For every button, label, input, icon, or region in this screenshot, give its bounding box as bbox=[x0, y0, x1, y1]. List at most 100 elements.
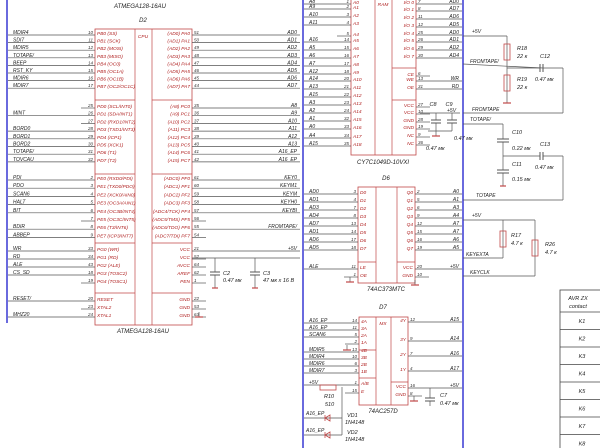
net-label: A8 bbox=[290, 103, 297, 109]
pin-number: 8 bbox=[90, 224, 93, 229]
net-label: A10 bbox=[308, 12, 318, 18]
pin-number: 19 bbox=[88, 278, 94, 283]
resistor-icon bbox=[531, 239, 539, 257]
net-label: ALE bbox=[12, 262, 23, 268]
pin-number: 9 bbox=[410, 336, 413, 341]
pin-number: 34 bbox=[344, 133, 350, 138]
pin-number: 2 bbox=[353, 339, 357, 344]
net-label: A7 bbox=[452, 229, 459, 235]
pin-name: PE0 (RXD0/PDI) bbox=[97, 176, 133, 182]
pin-name: I/O 3 bbox=[404, 23, 415, 29]
net-label: BORD2 bbox=[13, 142, 30, 148]
capacitor-ref: C10 bbox=[512, 130, 523, 136]
pin-name: 3A bbox=[361, 326, 367, 332]
pin-number: 3 bbox=[90, 183, 93, 188]
capacitor-value: 0.47 мк bbox=[426, 146, 445, 152]
pin-number: 46 bbox=[194, 68, 200, 73]
pin-name: A/B bbox=[360, 381, 370, 387]
pin-name: GND bbox=[179, 305, 190, 311]
pin-name: A11 bbox=[352, 85, 362, 91]
pin-name: PE2 (XCK0/AIN0) bbox=[97, 192, 136, 198]
cpu-label: CPU bbox=[138, 34, 149, 40]
pin-name: (ADC1) PF1 bbox=[164, 184, 190, 190]
pin-name: A2 bbox=[352, 13, 359, 19]
net-label: AD7 bbox=[308, 221, 319, 227]
net-label: A7 bbox=[308, 61, 315, 67]
net-label: RESET/ bbox=[13, 296, 32, 302]
pin-number: 35 bbox=[194, 103, 200, 108]
diode-value: 1N4148 bbox=[345, 420, 365, 426]
pin-name: VCC bbox=[180, 247, 191, 253]
net-label: BDIR bbox=[13, 224, 25, 230]
pin-name: PG4 (TOSC1) bbox=[97, 279, 127, 285]
pin-name: (A11) PC3 bbox=[168, 127, 190, 133]
resistor-ref: R19 bbox=[517, 77, 527, 83]
pin-name: A16 bbox=[352, 125, 362, 131]
capacitor-ref: C11 bbox=[512, 162, 522, 168]
pin-number: 32 bbox=[344, 116, 350, 121]
net-label: FROMTAPE/ bbox=[268, 224, 297, 230]
net-label: A10 bbox=[287, 118, 297, 124]
pin-name: D3 bbox=[360, 214, 366, 220]
pin-number: 33 bbox=[88, 246, 94, 251]
pin-number: 41 bbox=[194, 149, 200, 154]
net-label: AD0 bbox=[448, 0, 459, 5]
pin-number: 64 bbox=[194, 262, 200, 267]
connector-pin: K5 bbox=[579, 389, 587, 395]
net-label: MHZ20 bbox=[13, 312, 30, 318]
connector-table bbox=[559, 289, 600, 448]
pin-number: 6 bbox=[90, 208, 93, 213]
pin-name: RESET bbox=[97, 297, 114, 303]
resistor-icon bbox=[503, 74, 511, 92]
capacitor-ref: C9 bbox=[445, 102, 452, 108]
pin-name: GND bbox=[403, 118, 414, 124]
pin-name: VCC bbox=[180, 255, 191, 261]
pin-name: PEN bbox=[180, 279, 190, 285]
net-label: ABBEP bbox=[12, 232, 30, 238]
net-label: AD3 bbox=[286, 53, 297, 59]
pin-number: 9 bbox=[90, 232, 93, 237]
net-label: A1 bbox=[308, 116, 315, 122]
pin-number: 4 bbox=[346, 20, 349, 25]
net-label: TOVCAU bbox=[13, 157, 34, 163]
pin-number: 28 bbox=[87, 126, 94, 131]
pin-name: PB7 (OC2/OC1C) bbox=[97, 84, 136, 90]
pin-number: 20 bbox=[87, 296, 94, 301]
pin-number: 2 bbox=[89, 175, 93, 180]
pin-number: 53 bbox=[194, 304, 200, 309]
pin-number: 13 bbox=[88, 53, 94, 58]
net-label: MDIR6 bbox=[13, 76, 29, 82]
net-label: WR bbox=[13, 246, 22, 252]
net-label: AD0 bbox=[286, 30, 297, 36]
net-label: MDIR5 bbox=[13, 45, 29, 51]
chip-d7 bbox=[358, 316, 409, 406]
chip-d2 bbox=[94, 28, 193, 326]
pin-name: AVCC bbox=[176, 263, 191, 269]
pin-number: 7 bbox=[410, 351, 413, 356]
pin-number: 26 bbox=[417, 37, 424, 42]
pin-name: (AD2) PA2 bbox=[167, 46, 190, 52]
pin-number: 62 bbox=[194, 270, 200, 275]
pin-number: 20 bbox=[416, 264, 423, 269]
pin-name: GND bbox=[395, 392, 406, 398]
pin-name: 1A bbox=[361, 340, 367, 346]
net-label: AD0 bbox=[308, 189, 319, 195]
net-label: TOTAPE/ bbox=[13, 53, 35, 59]
net-label: AD1 bbox=[448, 37, 459, 43]
resistor-value: 22 к bbox=[516, 54, 528, 60]
net-label: PDO bbox=[13, 183, 24, 189]
pin-number: 3 bbox=[346, 12, 349, 17]
pin-name: PB6 (OC1B) bbox=[97, 77, 124, 83]
pin-number: 47 bbox=[194, 60, 200, 65]
pin-number: 54 bbox=[194, 232, 200, 237]
capacitor-value: 0.47 мк bbox=[223, 278, 242, 284]
pin-number: 23 bbox=[343, 100, 350, 105]
net-label: CS_SD bbox=[13, 270, 30, 276]
connector-subtitle: contact bbox=[569, 304, 587, 310]
net-label: KEYM1 bbox=[280, 183, 297, 189]
pin-name: Q0 bbox=[407, 190, 414, 196]
net-label: A6 bbox=[452, 237, 459, 243]
pin-number: 2 bbox=[416, 189, 420, 194]
pin-number: 5 bbox=[346, 31, 349, 36]
